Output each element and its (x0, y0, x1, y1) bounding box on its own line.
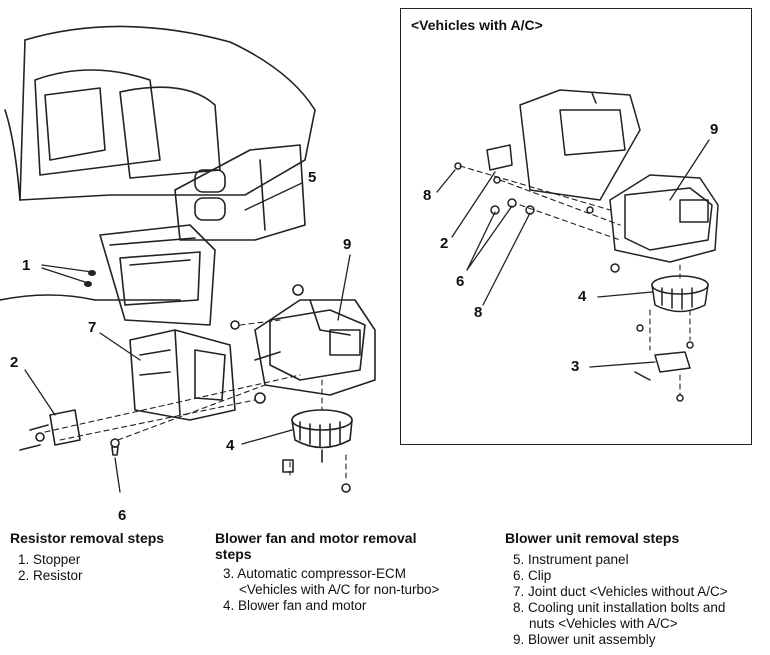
step-item: 9. Blower unit assembly (513, 632, 656, 647)
inset-callout-3: 3 (571, 358, 580, 375)
step-item: 1. Stopper (18, 552, 81, 567)
blower-unit-steps-title: Blower unit removal steps (505, 530, 680, 546)
inset-callout-2: 2 (440, 235, 449, 252)
step-item: 4. Blower fan and motor (223, 598, 367, 613)
instrument-panel-drawing (0, 25, 316, 326)
blower-fan-drawing (282, 409, 353, 493)
step-item: 6. Clip (513, 568, 552, 583)
step-item: 7. Joint duct <Vehicles without A/C> (513, 584, 728, 599)
blower-fan-steps-title-line2: steps (215, 546, 252, 562)
joint-duct-drawing (129, 329, 236, 421)
callout-9: 9 (343, 236, 352, 253)
step-item: 8. Cooling unit installation bolts and (513, 600, 726, 615)
step-item: 3. Automatic compressor-ECM (223, 566, 407, 581)
callout-4: 4 (226, 437, 235, 454)
step-item-sub: <Vehicles with A/C for non-turbo> (239, 582, 440, 597)
resistor-steps-title: Resistor removal steps (10, 530, 165, 546)
inset-title: <Vehicles with A/C> (411, 17, 543, 33)
callout-2: 2 (10, 354, 19, 371)
inset-callout-8a: 8 (423, 187, 432, 204)
blower-unit-removal-steps: Blower unit removal steps 5. Instrument … (505, 530, 728, 648)
inset-callout-8b: 8 (474, 304, 483, 321)
step-item-sub: nuts <Vehicles with A/C> (529, 616, 678, 631)
inset-vehicles-with-ac: <Vehicles with A/C> (400, 8, 752, 445)
inset-callout-6: 6 (456, 273, 465, 290)
callout-1: 1 (22, 257, 31, 274)
clip-drawing (110, 438, 120, 456)
step-item: 5. Instrument panel (513, 552, 629, 567)
blower-unit-drawing (230, 284, 376, 404)
inset-drawing (436, 89, 719, 402)
inset-callout-9: 9 (710, 121, 719, 138)
callout-7: 7 (88, 319, 97, 336)
callout-6: 6 (118, 507, 127, 524)
resistor-drawing (19, 409, 81, 451)
step-item: 2. Resistor (18, 568, 83, 583)
blower-fan-steps-title-line1: Blower fan and motor removal (215, 530, 417, 546)
resistor-removal-steps: Resistor removal steps 1. Stopper 2. Res… (10, 530, 164, 584)
exploded-view-drawing (0, 25, 719, 493)
inset-callout-4: 4 (578, 288, 587, 305)
callout-5: 5 (308, 169, 317, 186)
